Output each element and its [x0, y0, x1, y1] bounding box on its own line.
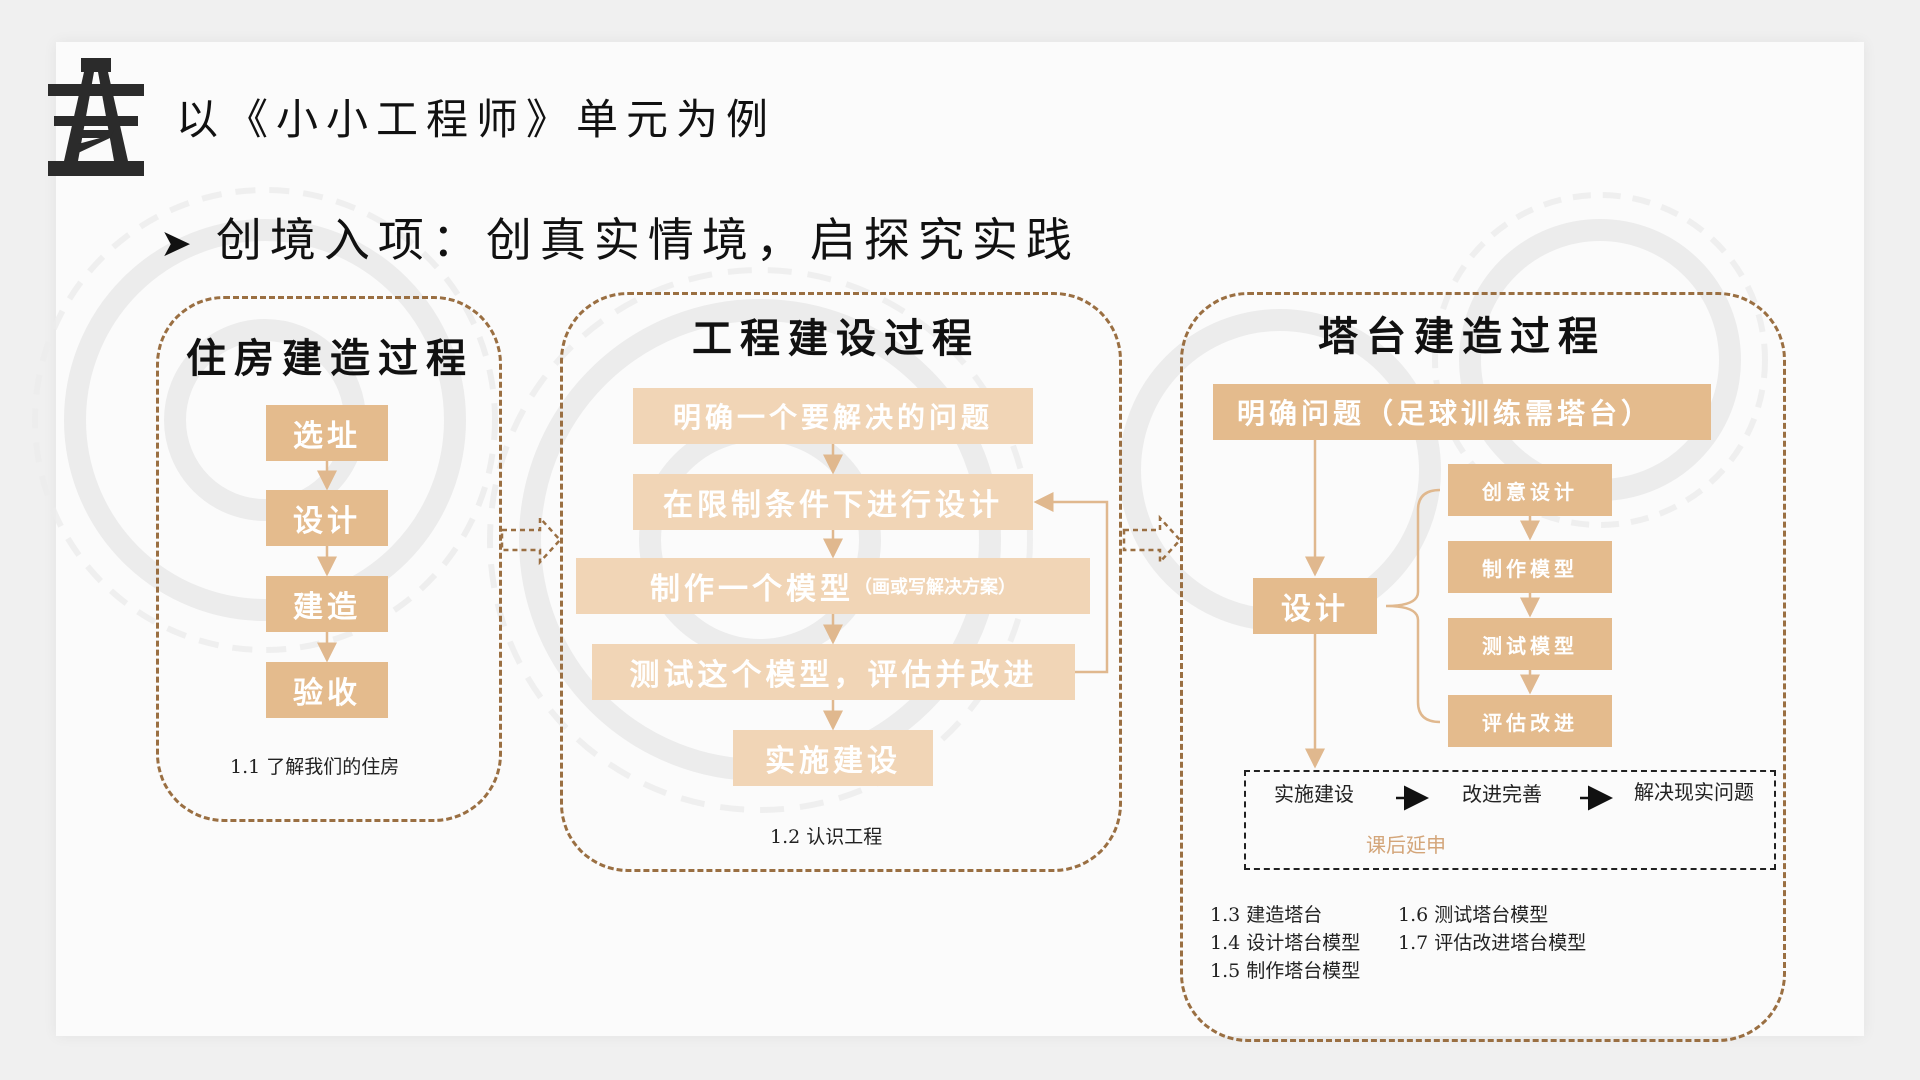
extension-tag: 课后延申 — [1366, 833, 1446, 857]
tower-lesson-3: 1.4 设计塔台模型 — [1210, 932, 1361, 954]
extension-box — [1244, 770, 1776, 870]
tower-substep-1: 创意设计 — [1448, 464, 1612, 516]
section-subtitle: ➤ 创境入项：创真实情境，启探究实践 — [160, 204, 1080, 270]
housing-step-4: 验收 — [266, 662, 388, 718]
tower-problem-box: 明确问题（足球训练需塔台） — [1213, 384, 1711, 440]
extension-item-1: 实施建设 — [1274, 782, 1354, 806]
engineering-step-3-label: 制作一个模型 — [650, 572, 854, 607]
power-tower-icon — [48, 58, 144, 176]
tower-substep-4: 评估改进 — [1448, 695, 1612, 747]
tower-design-box: 设计 — [1253, 578, 1377, 634]
extension-item-3: 解决现实问题 — [1634, 780, 1754, 804]
housing-panel — [156, 296, 502, 822]
engineering-step-2: 在限制条件下进行设计 — [633, 474, 1033, 530]
engineering-step-3-note: （画或写解决方案） — [854, 577, 1016, 598]
tower-substep-2: 制作模型 — [1448, 541, 1612, 593]
page-title: 以《小小工程师》单元为例 — [176, 95, 777, 144]
housing-step-3: 建造 — [266, 576, 388, 632]
engineering-panel-title: 工程建设过程 — [692, 315, 980, 362]
tower-lesson-5: 1.5 制作塔台模型 — [1210, 960, 1361, 982]
housing-step-1: 选址 — [266, 405, 388, 461]
engineering-step-5: 实施建设 — [733, 730, 933, 786]
tower-substep-3: 测试模型 — [1448, 618, 1612, 670]
engineering-panel — [560, 292, 1122, 872]
housing-caption: 1.1 了解我们的住房 — [230, 756, 400, 778]
engineering-caption: 1.2 认识工程 — [770, 826, 883, 848]
triangle-arrow-icon: ➤ — [160, 221, 200, 265]
engineering-step-4: 测试这个模型，评估并改进 — [592, 644, 1075, 700]
tower-panel-title: 塔台建造过程 — [1318, 313, 1606, 360]
tower-lesson-4: 1.7 评估改进塔台模型 — [1398, 932, 1587, 954]
extension-item-2: 改进完善 — [1462, 782, 1542, 806]
housing-step-2: 设计 — [266, 490, 388, 546]
engineering-step-1: 明确一个要解决的问题 — [633, 388, 1033, 444]
tower-panel — [1180, 292, 1786, 1042]
housing-panel-title: 住房建造过程 — [186, 335, 474, 382]
tower-lesson-1: 1.3 建造塔台 — [1210, 904, 1323, 926]
tower-lesson-2: 1.6 测试塔台模型 — [1398, 904, 1549, 926]
engineering-step-3: 制作一个模型（画或写解决方案） — [576, 558, 1090, 614]
section-subtitle-text: 创境入项：创真实情境，启探究实践 — [215, 213, 1080, 267]
